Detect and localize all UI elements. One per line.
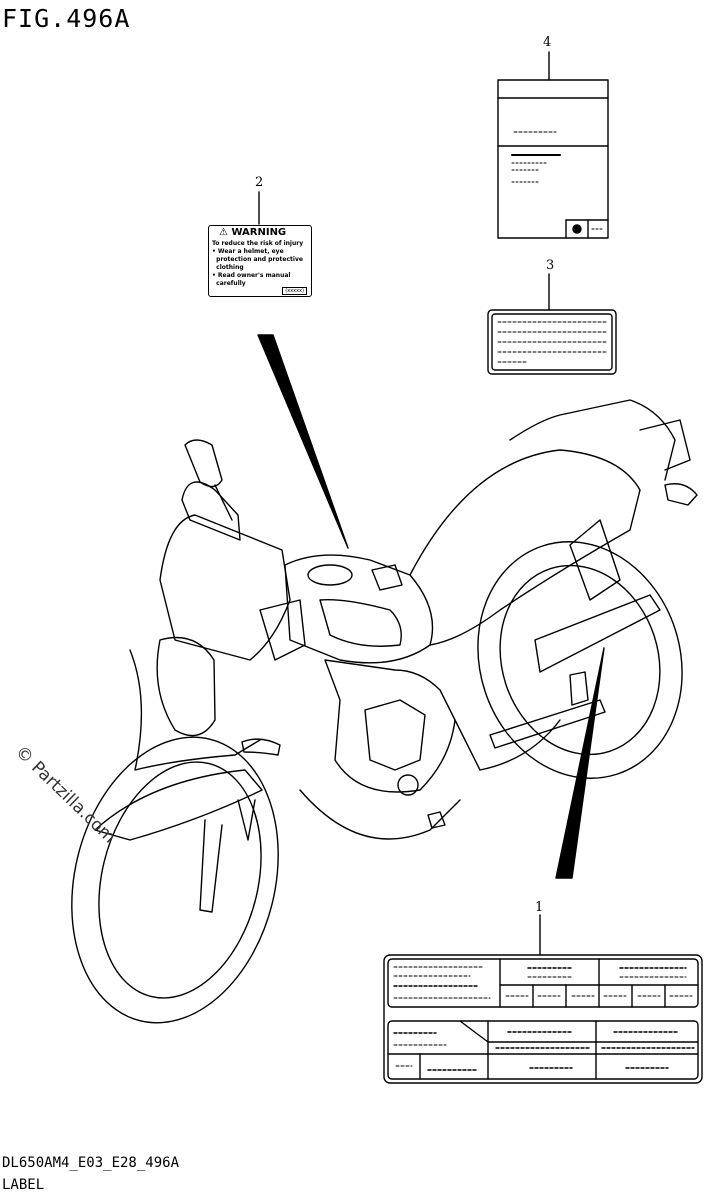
label-item-1 bbox=[383, 954, 703, 1084]
label-item-3 bbox=[487, 309, 617, 375]
warning-label-item-2: ⚠ WARNING To reduce the risk of injury •… bbox=[208, 225, 312, 297]
warning-heading-text: WARNING bbox=[231, 227, 287, 238]
callout-3: 3 bbox=[546, 258, 555, 273]
pointer-item-2 bbox=[257, 334, 349, 549]
motorcycle-outline bbox=[71, 399, 698, 1024]
diagram-code: DL650AM4_E03_E28_496A bbox=[2, 1155, 180, 1171]
owners-manual-item-4 bbox=[497, 79, 609, 239]
figure-title: FIG.496A bbox=[2, 4, 131, 33]
callout-4: 4 bbox=[543, 35, 552, 50]
diagram-caption: LABEL bbox=[2, 1177, 45, 1193]
pointer-item-1 bbox=[555, 647, 605, 879]
callout-2: 2 bbox=[255, 175, 264, 190]
warning-heading: ⚠ WARNING bbox=[219, 227, 286, 238]
warning-body: To reduce the risk of injury • Wear a he… bbox=[212, 240, 304, 287]
callout-1: 1 bbox=[535, 900, 544, 915]
warning-triangle-icon: ⚠ bbox=[219, 227, 228, 238]
warning-footer: (xxxxx) bbox=[282, 287, 307, 295]
